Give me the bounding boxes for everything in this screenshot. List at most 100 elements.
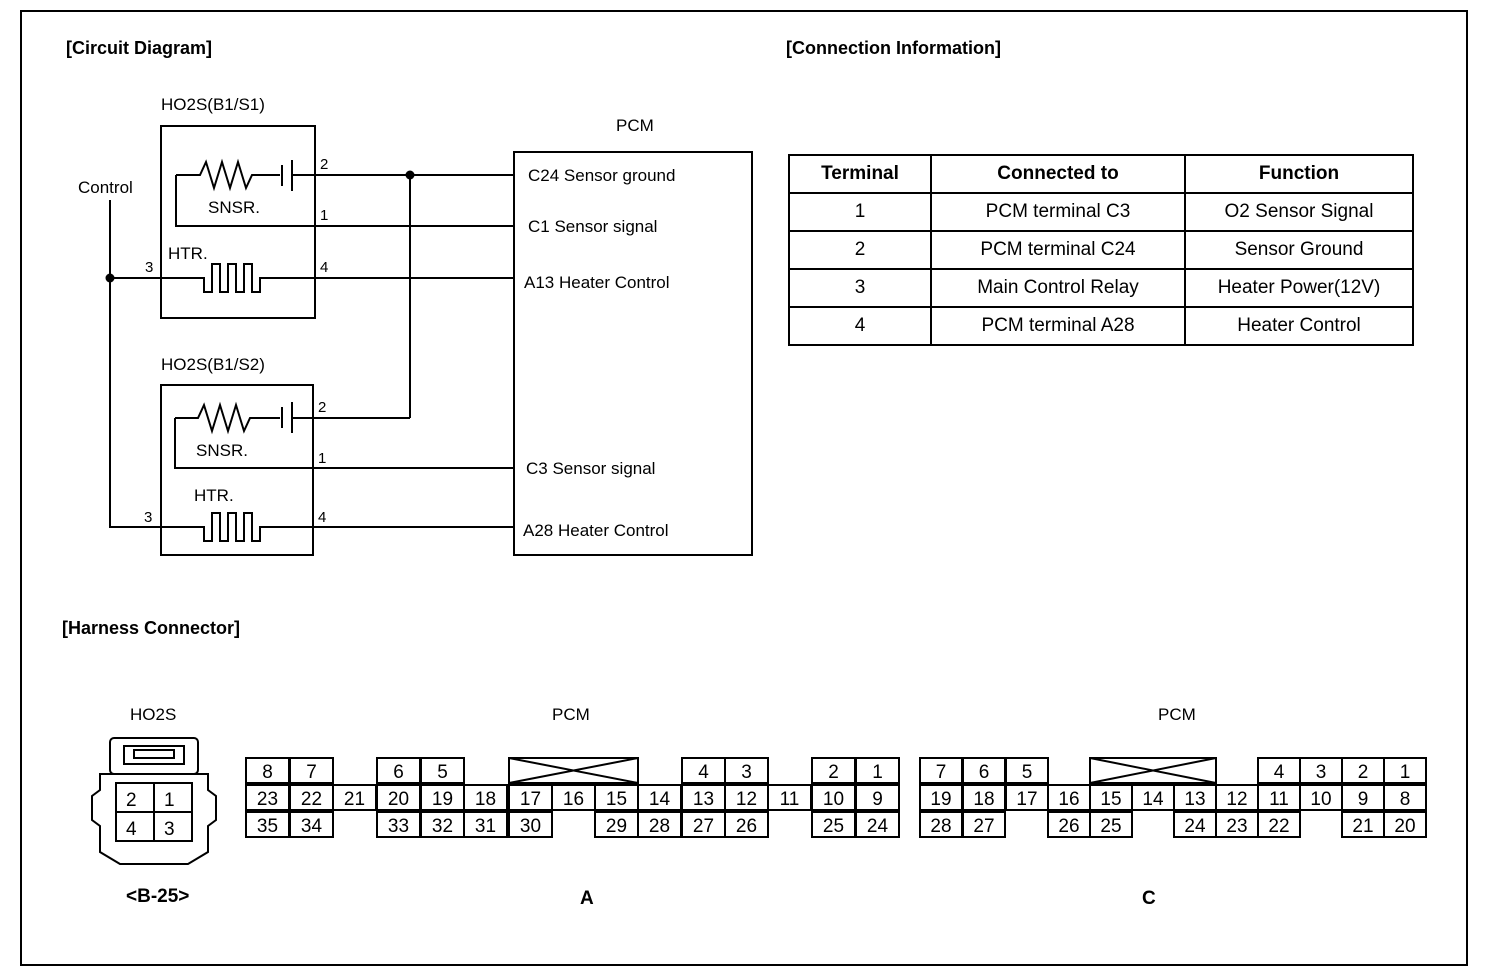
- pcm-a-pin-label: 16: [563, 789, 584, 810]
- pcm-a-pin-label: 2: [828, 762, 839, 783]
- ho2s-connector-code: <B-25>: [126, 886, 189, 907]
- pcm-c-pin-label: 20: [1394, 816, 1415, 837]
- pcm-c-pin-label: 13: [1184, 789, 1205, 810]
- pcm-a-pin-label: 22: [301, 789, 322, 810]
- table-row: 1 PCM terminal C3 O2 Sensor Signal: [788, 192, 1414, 232]
- pcm-c-pin-label: 25: [1100, 816, 1121, 837]
- sensor1-heater: [110, 263, 315, 293]
- ho2s-pin-1: 1: [164, 790, 175, 811]
- sensor2-htr-label: HTR.: [194, 486, 234, 505]
- pcm-a-pin-label: 31: [475, 816, 496, 837]
- pcm-a-pin-label: 17: [520, 789, 541, 810]
- pcm-a-title: PCM: [552, 705, 590, 724]
- pcm-c-pin-label: 10: [1310, 789, 1331, 810]
- pcm-a-pin-cell: [855, 811, 900, 838]
- pcm-a-pin-cell: [463, 811, 508, 838]
- pcm-c-pin-label: 11: [1269, 789, 1289, 810]
- cell-connected-to: Main Control Relay: [930, 268, 1186, 308]
- pcm-c-pin-label: 14: [1142, 789, 1164, 810]
- pcm-c-pin-cell: [1257, 811, 1301, 838]
- pcm-terminal-a13: A13 Heater Control: [524, 273, 670, 292]
- pcm-a-pin-label: 33: [388, 816, 409, 837]
- cell-connected-to: PCM terminal C3: [930, 192, 1186, 232]
- pcm-c-pin-label: 24: [1184, 816, 1206, 837]
- pcm-c-pin-label: 4: [1274, 762, 1285, 783]
- ho2s-connector-face: [91, 737, 217, 865]
- pcm-c-pin-label: 8: [1400, 789, 1411, 810]
- cell-function: Sensor Ground: [1184, 230, 1414, 270]
- cell-terminal: 4: [788, 306, 932, 346]
- sensor1-box: [160, 125, 316, 319]
- pcm-c-pin-label: 6: [979, 762, 990, 783]
- pcm-a-pin-label: 11: [780, 789, 800, 810]
- sensor1-pin2: 2: [320, 156, 328, 173]
- pcm-a-pin-label: 32: [432, 816, 453, 837]
- pcm-a-pin-label: 35: [257, 816, 278, 837]
- pcm-a-pin-cell: [463, 784, 508, 811]
- sensor1-pin4: 4: [320, 259, 328, 276]
- pcm-a-pin-label: 34: [301, 816, 323, 837]
- pcm-c-pin-label: 27: [973, 816, 994, 837]
- connection-info-title: [Connection Information]: [786, 38, 1001, 58]
- sensor1-signal-wire: [175, 175, 315, 227]
- sensor1-name: HO2S(B1/S1): [161, 95, 265, 114]
- sensor2-signal-wire: [174, 418, 313, 469]
- cell-function: Heater Power(12V): [1184, 268, 1414, 308]
- pcm-c-pin-cell: [1089, 811, 1133, 838]
- pcm-a-pin-label: 23: [257, 789, 278, 810]
- pcm-c-pin-label: 12: [1226, 789, 1247, 810]
- table-row: 2 PCM terminal C24 Sensor Ground: [788, 230, 1414, 270]
- pcm-a-pin-cell: [855, 784, 900, 811]
- table-row: 4 PCM terminal A28 Heater Control: [788, 306, 1414, 346]
- pcm-terminal-a28: A28 Heater Control: [523, 521, 669, 540]
- circuit-diagram-title: [Circuit Diagram]: [66, 38, 213, 58]
- pcm-c-key-cross: [1089, 757, 1217, 784]
- cell-terminal: 3: [788, 268, 932, 308]
- pcm-c-pin-label: 2: [1358, 762, 1369, 783]
- pcm-a-pin-label: 29: [606, 816, 627, 837]
- pcm-a-key-blocked: [508, 757, 639, 784]
- pcm-label: PCM: [616, 116, 654, 135]
- pcm-c-key-blocked: [1089, 757, 1217, 784]
- cell-connected-to: PCM terminal A28: [930, 306, 1186, 346]
- pcm-c-pin-label: 23: [1226, 816, 1247, 837]
- connection-table: Terminal Connected to Function 1 PCM ter…: [788, 154, 1414, 346]
- pcm-a-pin-cell: [724, 811, 769, 838]
- cell-terminal: 2: [788, 230, 932, 270]
- pcm-a-pin-label: 30: [520, 816, 541, 837]
- sensor2-box: [160, 384, 314, 556]
- pcm-c-pin-label: 22: [1268, 816, 1289, 837]
- pcm-terminal-c1: C1 Sensor signal: [528, 217, 657, 236]
- pcm-c-pin-label: 18: [973, 789, 994, 810]
- harness-connector-title: [Harness Connector]: [62, 618, 241, 638]
- ho2s-connector-title: HO2S: [130, 705, 176, 724]
- sensor1-snsr-label: SNSR.: [208, 198, 260, 217]
- pcm-c-pin-cell: [1383, 811, 1427, 838]
- pcm-c-label: C: [1142, 888, 1156, 909]
- pcm-c-pin-label: 9: [1358, 789, 1369, 810]
- pcm-a-pin-cell: [855, 757, 900, 784]
- sensor1-htr-label: HTR.: [168, 244, 208, 263]
- pcm-a-pin-label: 13: [693, 789, 714, 810]
- pcm-c-pin-cell: [1005, 757, 1049, 784]
- pcm-a-pin-label: 24: [867, 816, 889, 837]
- pcm-c-pin-label: 3: [1316, 762, 1327, 783]
- sensor1-resistor: [176, 158, 280, 192]
- pcm-a-pin-label: 25: [823, 816, 844, 837]
- header-connected-to: Connected to: [930, 154, 1186, 194]
- pcm-c-pin-label: 5: [1022, 762, 1033, 783]
- pcm-a-pin-cell: [289, 811, 334, 838]
- pcm-a-key-cross: [508, 757, 639, 784]
- pcm-terminal-c3: C3 Sensor signal: [526, 459, 655, 478]
- pcm-box: [513, 151, 753, 556]
- pcm-a-pin-label: 1: [872, 762, 883, 783]
- pcm-c-pin-label: 19: [930, 789, 951, 810]
- ho2s-pin-3: 3: [164, 819, 175, 840]
- sensor2-pin3: 3: [144, 509, 152, 526]
- cell-function: O2 Sensor Signal: [1184, 192, 1414, 232]
- control-label: Control: [78, 178, 133, 197]
- pcm-a-pin-label: 19: [432, 789, 453, 810]
- pcm-a-pin-label: 20: [388, 789, 409, 810]
